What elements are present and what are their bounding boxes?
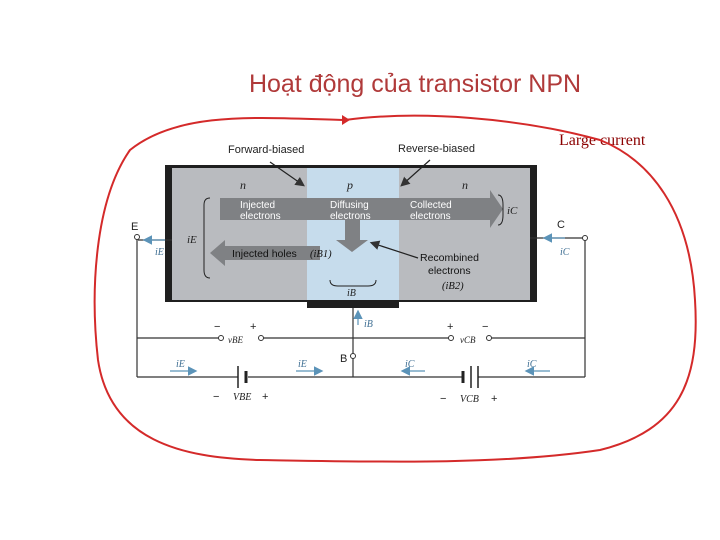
recombined-pointer	[369, 240, 419, 259]
vcb-plus-sign: +	[447, 321, 453, 333]
electron-flow-arrow	[220, 190, 503, 228]
ic-right-label: iC	[560, 247, 570, 258]
vcb-source-minus: −	[440, 393, 446, 405]
label-diffusing-electrons-2: electrons	[330, 211, 371, 222]
ie-bracket	[203, 197, 211, 279]
outline-arrowhead-icon	[342, 115, 350, 125]
injected-holes-arrow	[210, 240, 320, 266]
label-collected-electrons-2: electrons	[410, 211, 451, 222]
ib-wire-label: iB	[364, 319, 373, 330]
base-contact	[307, 300, 399, 308]
vbe-source-minus: −	[213, 391, 219, 403]
forward-bias-pointer	[269, 161, 305, 187]
label-diffusing-electrons-1: Diffusing	[330, 200, 369, 211]
label-injected-electrons-1: Injected	[240, 200, 275, 211]
ic-bracket	[497, 194, 504, 226]
emitter-region	[172, 168, 307, 300]
ib-bracket	[329, 279, 377, 287]
ie-bottom-label-1: iE	[176, 359, 185, 370]
vbe-terminal-minus	[218, 335, 224, 341]
label-ib1: (iB1)	[310, 249, 332, 260]
slide-title: Hoạt động của transistor NPN	[248, 70, 582, 98]
ic-bottom-label-2: iC	[527, 359, 537, 370]
vbe-plus-sign: +	[250, 321, 256, 333]
vcb-terminal-plus	[448, 335, 454, 341]
vcb-meter-label: vCB	[460, 335, 476, 345]
terminal-b-dot	[350, 353, 356, 359]
collector-region	[399, 168, 530, 300]
vcb-terminal-minus	[486, 335, 492, 341]
terminal-c-label: C	[557, 219, 565, 231]
recombination-arrow	[336, 220, 368, 252]
vcb-minus-sign: −	[482, 321, 488, 333]
vcb-source-label: VCB	[460, 394, 479, 405]
vbe-terminal-plus	[258, 335, 264, 341]
label-region-n-right: n	[462, 178, 468, 192]
terminal-b-label: B	[340, 353, 347, 365]
red-outline-loop	[93, 114, 697, 463]
terminal-c-dot	[582, 235, 588, 241]
label-region-n-left: n	[240, 178, 246, 192]
label-reverse-biased: Reverse-biased	[398, 143, 475, 155]
label-injected-electrons-2: electrons	[240, 211, 281, 222]
reverse-bias-pointer	[400, 159, 431, 187]
vbe-minus-sign: −	[214, 321, 220, 333]
ie-bottom-label-2: iE	[298, 359, 307, 370]
ic-bottom-label-1: iC	[405, 359, 415, 370]
label-collected-electrons-1: Collected	[410, 200, 452, 211]
label-recombined-1: Recombined	[420, 252, 479, 264]
terminal-e-dot	[134, 234, 140, 240]
label-ib2: (iB2)	[442, 281, 464, 292]
ie-left-label: iE	[155, 247, 164, 258]
vbe-source-plus: +	[262, 391, 268, 403]
label-ie-bracket: iE	[187, 234, 197, 246]
label-forward-biased: Forward-biased	[228, 144, 304, 156]
vcb-source-plus: +	[491, 393, 497, 405]
label-ib-base: iB	[347, 288, 356, 299]
terminal-e-label: E	[131, 221, 138, 233]
label-injected-holes: Injected holes	[232, 248, 297, 260]
label-recombined-2: electrons	[428, 265, 471, 277]
label-region-p: p	[346, 178, 353, 192]
vbe-meter-label: vBE	[228, 335, 243, 345]
label-ic-bracket: iC	[507, 205, 518, 217]
vbe-source-label: VBE	[233, 392, 251, 403]
